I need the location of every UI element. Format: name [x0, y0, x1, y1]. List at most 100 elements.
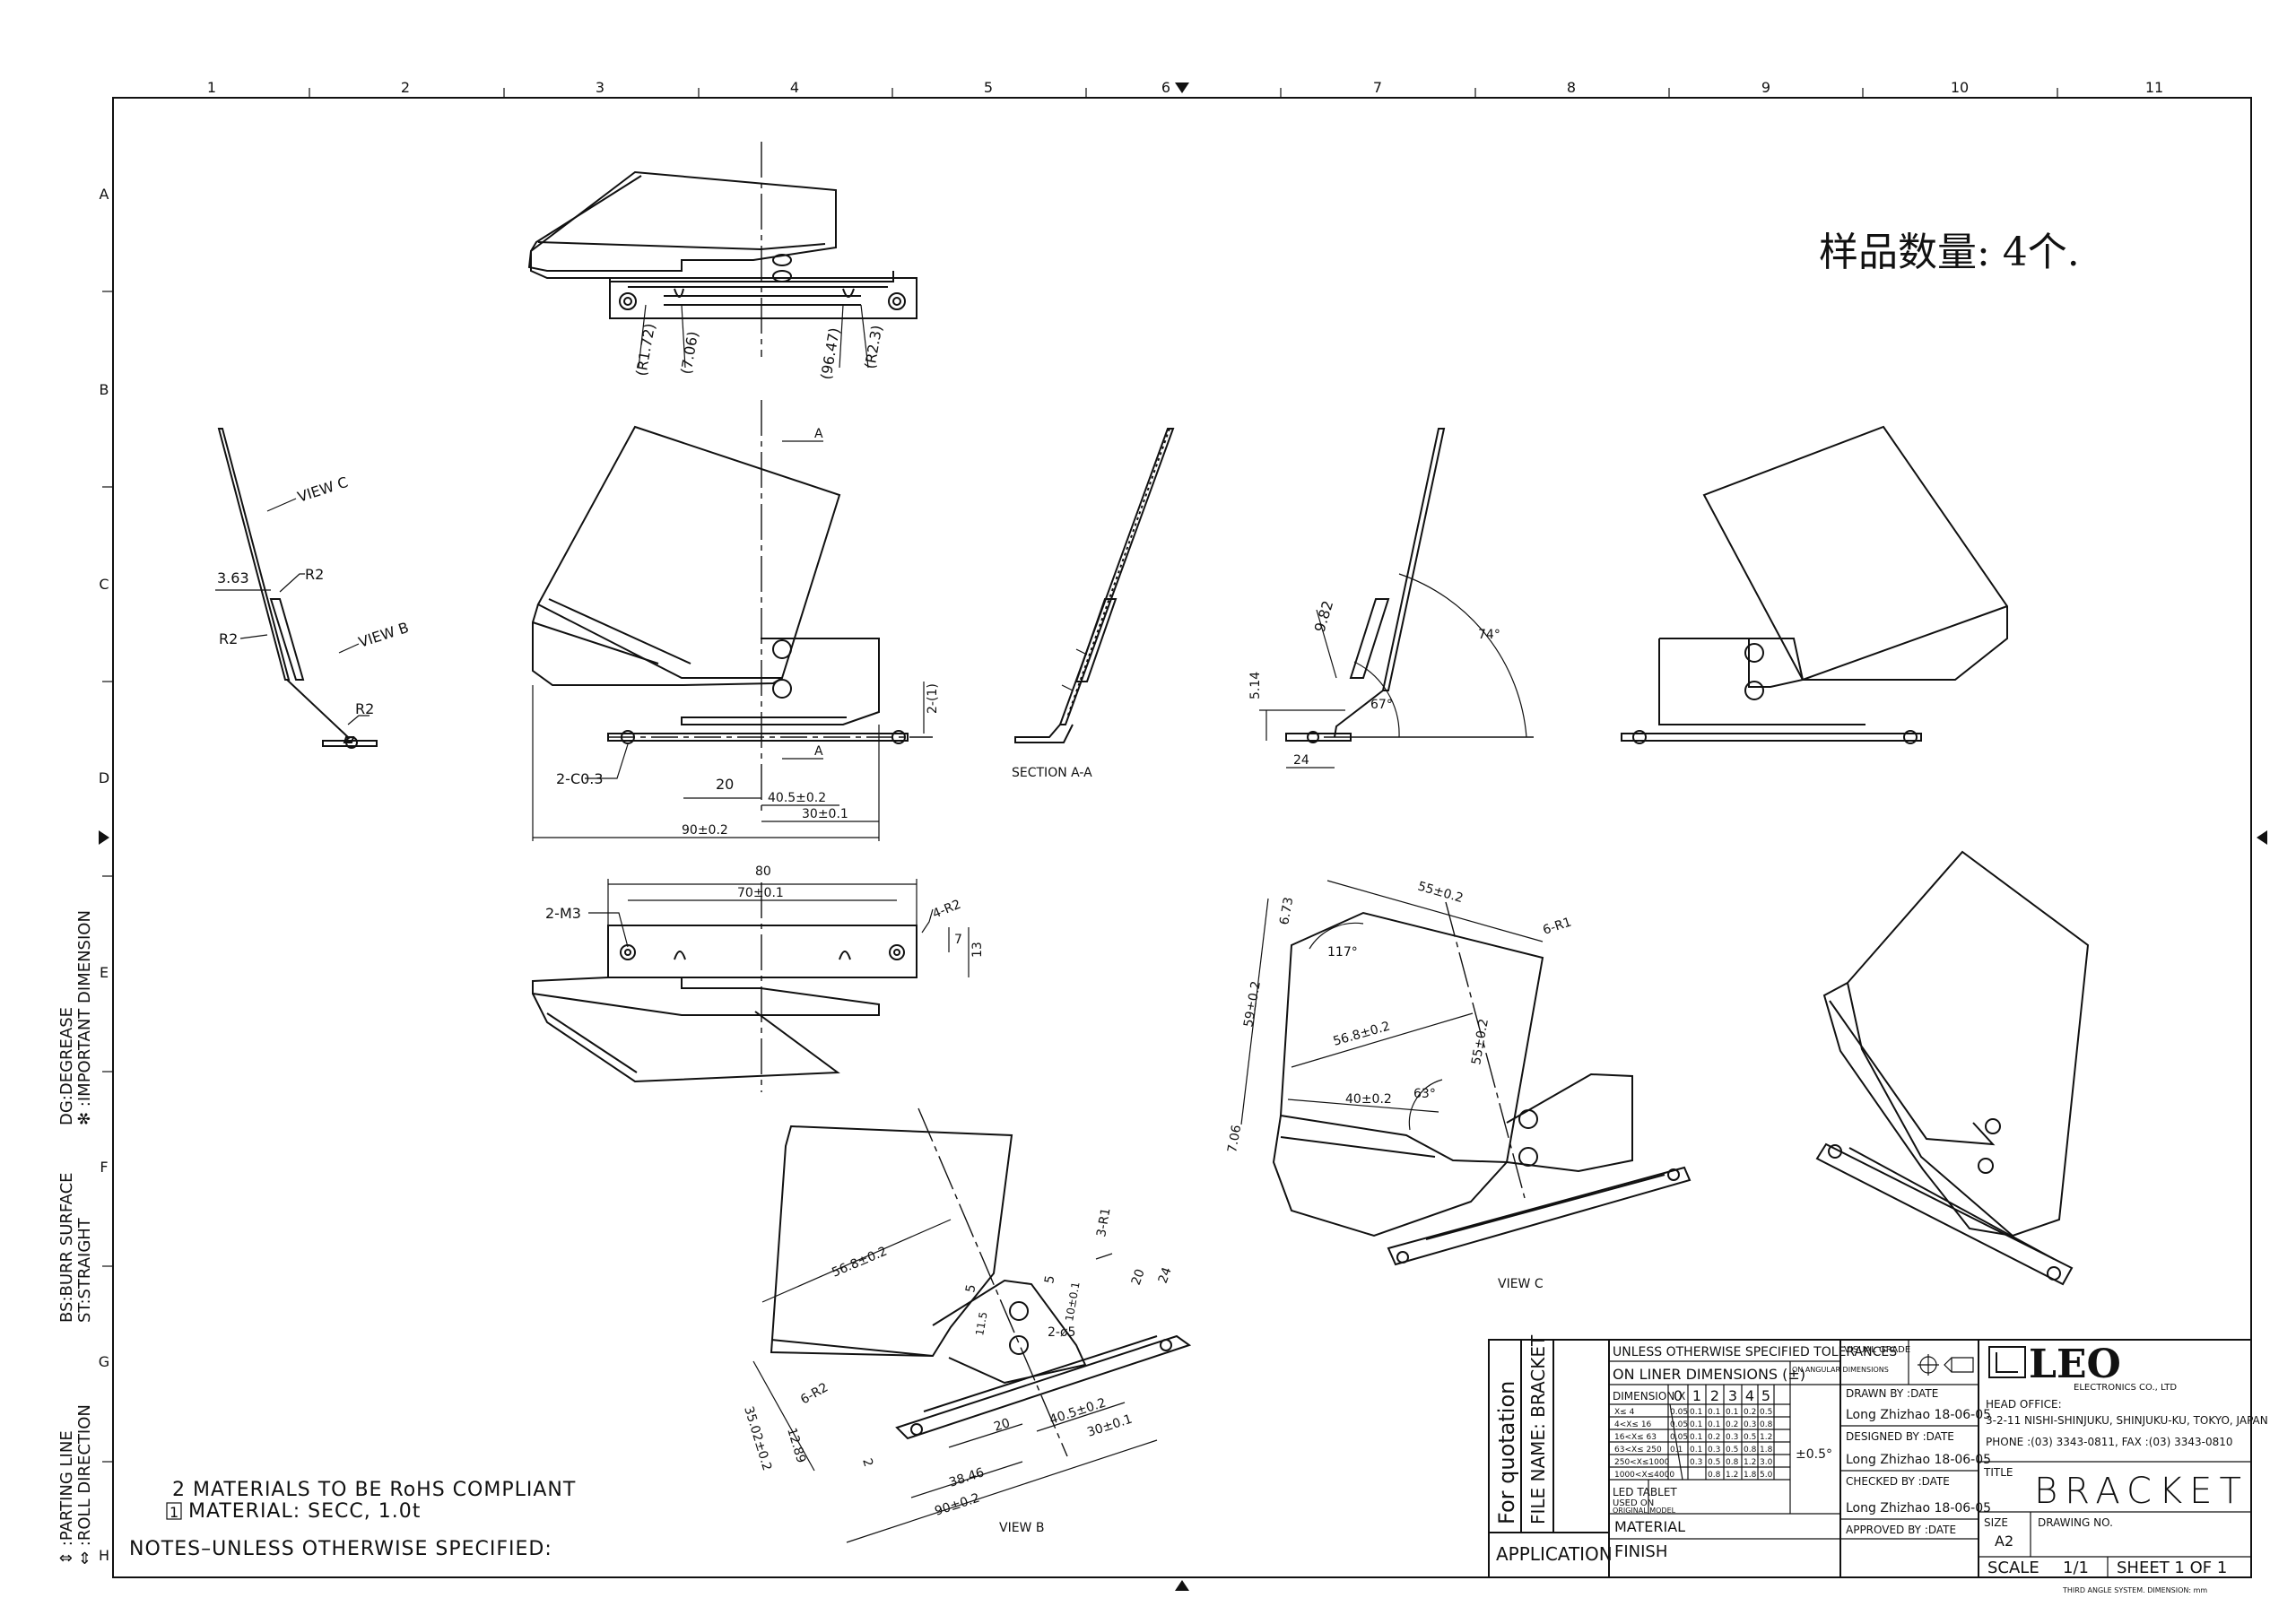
drawn-by: DRAWN BY :DATE	[1846, 1387, 1938, 1400]
tol-val: 1.8	[1744, 1471, 1757, 1480]
col-label: 2	[401, 79, 410, 96]
isometric-view	[1815, 850, 2090, 1286]
center-mark-left	[99, 830, 109, 845]
vb-dim-5a: 5	[963, 1283, 978, 1294]
tol-val: 0.05	[1670, 1420, 1688, 1429]
col-label: 9	[1761, 79, 1770, 96]
dim-982: 24	[1293, 753, 1309, 768]
company-logo-text: LEO	[2029, 1342, 2121, 1387]
tol-val: 0.1	[1690, 1420, 1702, 1429]
digit: 5	[1761, 1387, 1770, 1404]
vc-dim-55: 55±0.2	[1416, 879, 1465, 906]
dim-7: 7	[954, 933, 962, 947]
tol-range: X≤ 4	[1614, 1408, 1635, 1417]
checked-by: CHECKED BY :DATE	[1846, 1475, 1950, 1488]
dim-2-1: 2-(1)	[926, 683, 940, 714]
col-label: 1	[207, 79, 216, 96]
legend-straight: ST:STRAIGHT	[75, 1217, 94, 1323]
dim-514: 5.14	[1248, 672, 1263, 699]
row-label: A	[100, 186, 109, 203]
dim-r172: (R1.72)	[632, 322, 658, 378]
designed-by: DESIGNED BY :DATE	[1846, 1430, 1954, 1443]
vb-dim-20b: 20	[992, 1416, 1012, 1435]
vc-dim-59: 59±0.2	[1241, 980, 1264, 1029]
dim-90: 90±0.2	[682, 823, 728, 838]
tol-val: 0.8	[1708, 1471, 1721, 1480]
dimension-x: DIMENSION X	[1613, 1390, 1685, 1403]
dim-20: 20	[716, 776, 734, 793]
tol-val: 0.3	[1708, 1446, 1720, 1455]
scale-value: 1/1	[2063, 1559, 2089, 1577]
dim-r2-b: R2	[219, 630, 238, 647]
size-label: SIZE	[1984, 1516, 2008, 1529]
tol-val: 1.8	[1760, 1446, 1773, 1455]
dim-30: 30±0.1	[802, 807, 848, 821]
row-labels: A B C D E F G H	[99, 186, 109, 1564]
tol-val: 0.2	[1726, 1420, 1738, 1429]
tol-val: 0.8	[1744, 1446, 1757, 1455]
finish-label: FINISH	[1614, 1542, 1667, 1561]
tol-val: 3.0	[1760, 1458, 1773, 1467]
application-label: APPLICATION	[1496, 1543, 1613, 1565]
vc-dim-40: 40±0.2	[1345, 1092, 1392, 1107]
vb-dim-20: 20	[1129, 1267, 1148, 1287]
legend-roll-direction: ⇔ :ROLL DIRECTION	[75, 1404, 94, 1565]
notes-heading: NOTES–UNLESS OTHERWISE SPECIFIED:	[129, 1538, 552, 1560]
for-quotation: For quotation	[1494, 1381, 1519, 1524]
col-label: 3	[596, 79, 604, 96]
col-label: 7	[1373, 79, 1382, 96]
row-label: C	[99, 576, 109, 593]
col-label: 6	[1161, 79, 1170, 96]
digit: 1	[1692, 1387, 1701, 1404]
designed-by-name: Long Zhizhao 18-06-05	[1846, 1453, 1991, 1467]
drawing-border	[112, 97, 2252, 1578]
center-mark-bottom	[1175, 1580, 1189, 1591]
vc-dim-63: 63°	[1413, 1087, 1436, 1101]
tol-val: 0.1	[1726, 1408, 1738, 1417]
arrow-view-b: VIEW B	[356, 619, 411, 651]
row-label: B	[100, 381, 109, 398]
tol-val: 0.1	[1690, 1408, 1702, 1417]
row-label: G	[99, 1353, 109, 1370]
dim-r2-c: R2	[355, 700, 374, 717]
tol-val: 0.1	[1708, 1408, 1720, 1417]
row-ticks	[102, 291, 113, 1463]
tol-val: 0.05	[1670, 1433, 1688, 1442]
left-side-view: VIEW C VIEW B 3.63 R2 R2 R2	[215, 428, 411, 749]
legend-burr-surface: BS:BURR SURFACE	[57, 1172, 76, 1323]
size-value: A2	[1995, 1533, 2013, 1550]
vb-dim-5b: 5	[1042, 1274, 1057, 1285]
led-tablet: LED TABLET	[1613, 1486, 1677, 1498]
center-mark-top	[1175, 83, 1189, 93]
dim-r2-a: R2	[305, 566, 324, 583]
section-marker-bottom: A	[814, 744, 823, 759]
view-b: 56.8±0.2 3-R1 5 5 20 24 10±0.1 11.5 2-ø5…	[741, 1107, 1192, 1543]
sample-quantity-note: 样品数量: 4个.	[1819, 230, 2080, 275]
tol-val: 0.1	[1670, 1446, 1683, 1455]
col-label: 4	[790, 79, 799, 96]
vb-dim-3502: 35.02±0.2	[741, 1404, 774, 1472]
visual-grade: VISUAL GRADE	[1844, 1345, 1910, 1355]
checked-by-name: Long Zhizhao 18-06-05	[1846, 1501, 1991, 1515]
legend-important-dimension: ✻ :IMPORTANT DIMENSION	[75, 910, 94, 1125]
vc-dim-673: 6.73	[1277, 896, 1296, 925]
vb-dim-3-r1: 3-R1	[1094, 1207, 1113, 1238]
title-label: TITLE	[1983, 1466, 2013, 1479]
vb-dim-30: 30±0.1	[1085, 1412, 1134, 1440]
arrow-view-c: VIEW C	[295, 473, 350, 506]
view-c: 55±0.2 6-R1 6.73 117° 59±0.2 56.8±0.2 55…	[1225, 879, 1692, 1291]
vb-dim-90: 90±0.2	[933, 1491, 981, 1519]
used-on: USED ON	[1613, 1498, 1654, 1508]
tol-val: 0.3	[1744, 1420, 1756, 1429]
vb-dim-568: 56.8±0.2	[830, 1244, 889, 1280]
dim-24: 9.82	[1311, 599, 1337, 635]
dim-80: 80	[755, 864, 771, 879]
tol-val: 1.2	[1760, 1433, 1772, 1442]
tol-val: 5.0	[1760, 1471, 1773, 1480]
vc-dim-117: 117°	[1327, 945, 1358, 960]
section-label: SECTION A-A	[1012, 766, 1092, 780]
tol-val: 0.3	[1690, 1458, 1702, 1467]
bottom-view: 80 70±0.1 2-M3 4-R2 7 13	[532, 864, 985, 1092]
